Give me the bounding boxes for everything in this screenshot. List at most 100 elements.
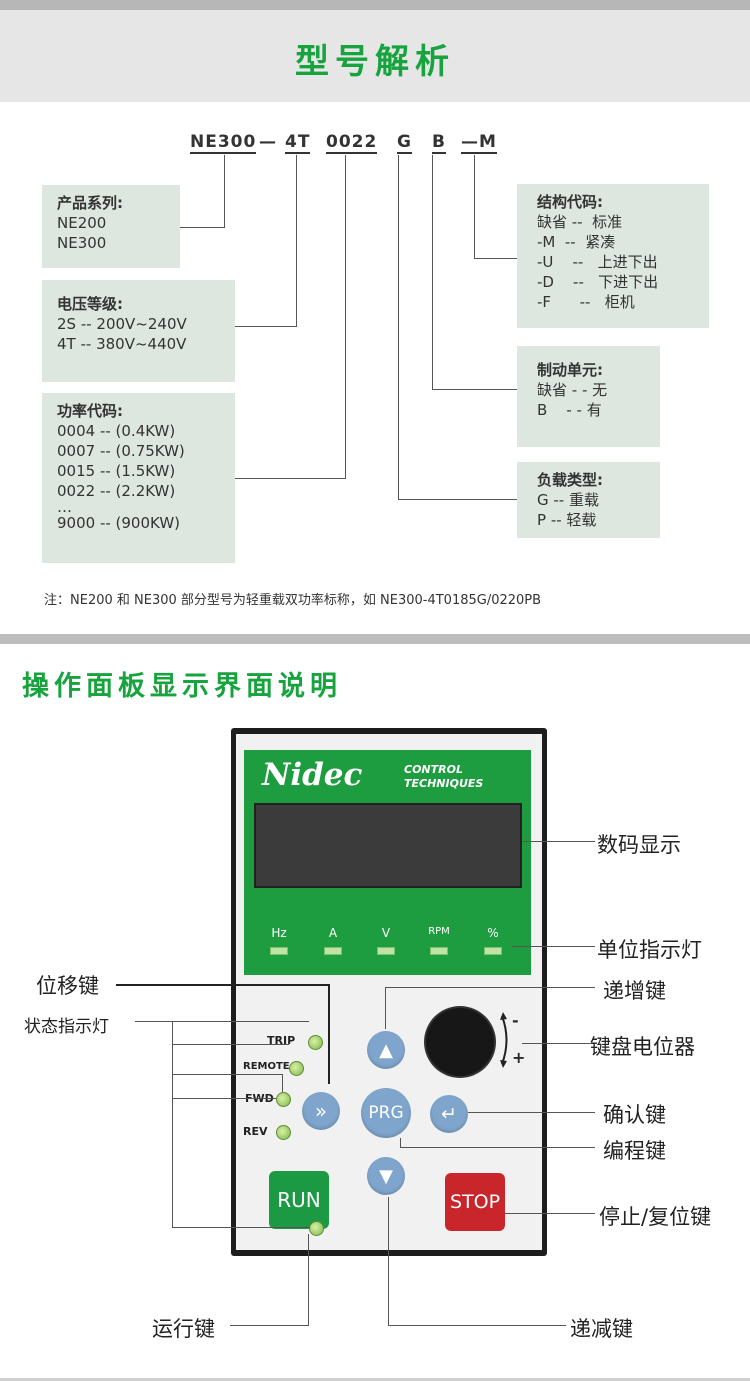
stop-button[interactable]: STOP (445, 1173, 505, 1231)
connector-line (432, 155, 433, 390)
power-box-line: … (57, 498, 72, 516)
voltage-box-line: 4T -- 380V~440V (57, 335, 187, 353)
label-decrement-key: 递减键 (570, 1317, 633, 1341)
structure-box-line: -M -- 紧凑 (537, 233, 616, 251)
digital-display-screen (254, 803, 522, 888)
down-button[interactable]: ▼ (367, 1157, 405, 1195)
status-label-trip: TRIP (267, 1034, 296, 1047)
code-voltage: 4T (285, 132, 311, 154)
callout-line (523, 841, 595, 842)
note-text: 注：NE200 和 NE300 部分型号为轻重载双功率标称，如 NE300-4T… (44, 593, 542, 608)
load-box-line: G -- 重载 (537, 491, 599, 509)
voltage-box-title: 电压等级: (57, 295, 123, 313)
keypad-potentiometer[interactable] (426, 1008, 494, 1076)
connector-line (398, 499, 517, 500)
brand-logo: Nidec (262, 757, 363, 793)
callout-line (388, 1197, 389, 1325)
label-status-indicator: 状态指示灯 (24, 1017, 109, 1037)
label-stop-reset-key: 停止/复位键 (599, 1205, 712, 1229)
code-power: 0022 (326, 132, 378, 154)
callout-line (172, 1044, 289, 1045)
callout-line (400, 1138, 401, 1148)
enter-button[interactable]: ↵ (430, 1095, 468, 1133)
status-label-rev: REV (243, 1125, 268, 1138)
connector-line (180, 227, 225, 228)
structure-box-line: -U -- 上进下出 (537, 253, 658, 271)
brake-box: 制动单元: 缺省 - - 无 B - - 有 (517, 346, 660, 447)
knob-plus-sign: + (512, 1048, 526, 1067)
label-confirm-key: 确认键 (603, 1103, 666, 1127)
power-box-line: 9000 -- (900KW) (57, 514, 181, 532)
power-box: 功率代码: 0004 -- (0.4KW) 0007 -- (0.75KW) 0… (42, 393, 235, 563)
structure-box-line: -D -- 下进下出 (537, 273, 659, 291)
callout-line (512, 946, 595, 947)
status-led-fwd (276, 1092, 291, 1107)
section-divider (0, 634, 750, 644)
power-box-title: 功率代码: (57, 402, 123, 420)
load-box-line: P -- 轻载 (537, 511, 597, 529)
series-box-title: 产品系列: (57, 194, 123, 212)
unit-led (377, 947, 395, 955)
connector-line (296, 155, 297, 327)
label-program-key: 编程键 (603, 1139, 666, 1163)
top-bar (0, 0, 750, 10)
unit-label-hz: Hz (271, 926, 287, 940)
knob-rotate-arrow-icon (500, 1012, 508, 1068)
status-led-rev (276, 1125, 291, 1140)
load-box-title: 负载类型: (537, 471, 603, 489)
callout-line (230, 1325, 309, 1326)
callout-line (388, 1325, 566, 1326)
unit-led (430, 947, 448, 955)
section1-header (0, 10, 750, 102)
status-led-remote (289, 1061, 304, 1076)
voltage-box: 电压等级: 2S -- 200V~240V 4T -- 380V~440V (42, 280, 235, 382)
connector-line (474, 155, 475, 259)
run-button[interactable]: RUN (269, 1171, 329, 1229)
callout-line (328, 984, 330, 1084)
callout-line (308, 1234, 309, 1326)
connector-line (235, 478, 346, 479)
up-button[interactable]: ▲ (367, 1031, 405, 1069)
unit-label-v: V (381, 926, 391, 940)
power-box-line: 0015 -- (1.5KW) (57, 462, 176, 480)
series-box: 产品系列: NE200 NE300 (42, 185, 180, 268)
callout-line (385, 987, 595, 988)
connector-line (224, 155, 225, 228)
callout-line (505, 1213, 595, 1214)
unit-label-percent: % (487, 926, 499, 940)
callout-line (400, 1147, 595, 1148)
code-load: G (397, 132, 412, 154)
unit-led (270, 947, 288, 955)
knob-minus-sign: - (512, 1011, 519, 1030)
callout-line (172, 1227, 310, 1228)
voltage-box-line: 2S -- 200V~240V (57, 315, 187, 333)
label-shift-key: 位移键 (36, 974, 99, 998)
shift-button[interactable]: » (302, 1092, 340, 1130)
code-structure: —M (461, 132, 497, 154)
connector-line (345, 155, 346, 479)
power-box-line: 0007 -- (0.75KW) (57, 442, 185, 460)
structure-box-line: 缺省 -- 标准 (537, 213, 623, 231)
structure-box-title: 结构代码: (537, 193, 603, 211)
label-run-key: 运行键 (152, 1317, 215, 1341)
connector-line (235, 326, 297, 327)
unit-label-a: A (328, 926, 338, 940)
code-brake: B (432, 132, 446, 154)
brake-box-title: 制动单元: (537, 361, 603, 379)
callout-line (172, 1021, 173, 1228)
callout-line (282, 1074, 283, 1092)
status-label-remote: REMOTE (243, 1061, 290, 1072)
callout-line (522, 1043, 595, 1044)
series-box-line: NE300 (57, 234, 107, 252)
brand-sub1: CONTROL (404, 763, 463, 776)
prg-button[interactable]: PRG (361, 1088, 411, 1138)
brake-box-line: B - - 有 (537, 401, 602, 419)
callout-line (135, 1021, 309, 1022)
power-box-line: 0022 -- (2.2KW) (57, 482, 176, 500)
code-dash: — (259, 132, 277, 152)
brake-box-line: 缺省 - - 无 (537, 381, 608, 399)
connector-line (398, 155, 399, 500)
label-digital-display: 数码显示 (597, 833, 681, 857)
bottom-bar (0, 1378, 750, 1381)
label-increment-key: 递增键 (603, 979, 666, 1003)
